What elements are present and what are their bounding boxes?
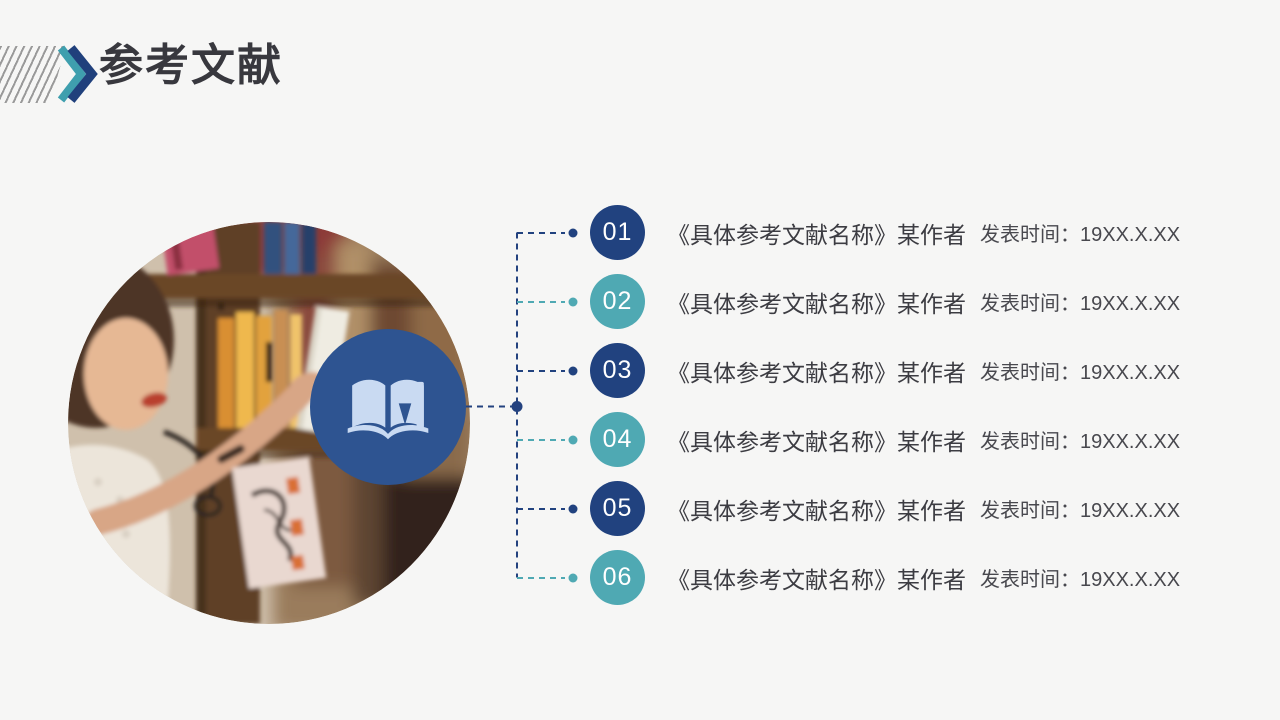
reference-title: 《具体参考文献名称》某作者	[667, 566, 966, 593]
reference-title: 《具体参考文献名称》某作者	[667, 290, 966, 317]
reference-title: 《具体参考文献名称》某作者	[667, 221, 966, 248]
reference-date: 发表时间：19XX.X.XX	[980, 293, 1181, 315]
reference-number-badge: 06	[590, 550, 645, 605]
reference-number-badge: 02	[590, 274, 645, 329]
reference-number-badge: 03	[590, 343, 645, 398]
reference-number-badge: 01	[590, 205, 645, 260]
page-title: 参考文献	[99, 41, 283, 90]
reference-row-4: 04 《具体参考文献名称》某作者 发表时间：19XX.X.XX	[517, 405, 1180, 474]
reference-date: 发表时间：19XX.X.XX	[980, 569, 1181, 591]
open-book-icon	[347, 379, 429, 440]
reference-date: 发表时间：19XX.X.XX	[980, 224, 1181, 246]
double-chevron-right-icon	[57, 45, 98, 103]
reference-row-6: 06 《具体参考文献名称》某作者 发表时间：19XX.X.XX	[517, 543, 1180, 612]
reference-number-badge: 04	[590, 412, 645, 467]
reference-row-2: 02 《具体参考文献名称》某作者 发表时间：19XX.X.XX	[517, 267, 1180, 336]
branch-connector-icon	[517, 573, 578, 582]
branch-connector-icon	[517, 366, 578, 375]
branch-connector-icon	[517, 228, 578, 237]
reference-date: 发表时间：19XX.X.XX	[980, 362, 1181, 384]
reference-title: 《具体参考文献名称》某作者	[667, 497, 966, 524]
reference-row-3: 03 《具体参考文献名称》某作者 发表时间：19XX.X.XX	[517, 336, 1180, 405]
reference-date: 发表时间：19XX.X.XX	[980, 500, 1181, 522]
reference-list: 01 《具体参考文献名称》某作者 发表时间：19XX.X.XX 02 《具体参考…	[517, 198, 1180, 612]
reference-number-badge: 05	[590, 481, 645, 536]
reference-row-5: 05 《具体参考文献名称》某作者 发表时间：19XX.X.XX	[517, 474, 1180, 543]
branch-connector-icon	[517, 297, 578, 306]
reference-title: 《具体参考文献名称》某作者	[667, 428, 966, 455]
branch-connector-icon	[517, 504, 578, 513]
branch-connector-icon	[517, 435, 578, 444]
reference-title: 《具体参考文献名称》某作者	[667, 359, 966, 386]
book-badge	[310, 329, 466, 485]
reference-row-1: 01 《具体参考文献名称》某作者 发表时间：19XX.X.XX	[517, 198, 1180, 267]
reference-date: 发表时间：19XX.X.XX	[980, 431, 1181, 453]
